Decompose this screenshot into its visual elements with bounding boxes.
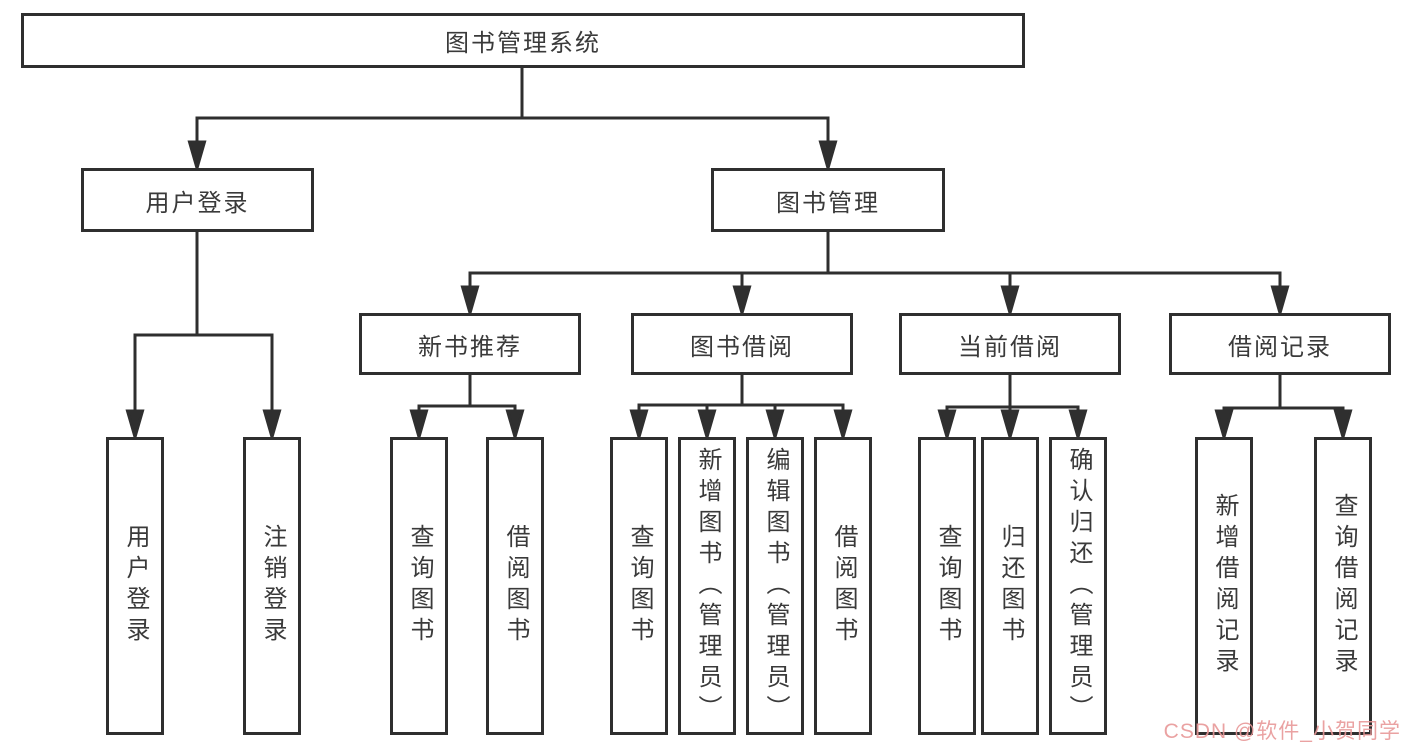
- leaf-borrow-borrow-book: 借阅图书: [814, 437, 872, 735]
- node-root-label: 图书管理系统: [445, 30, 601, 57]
- node-new-book-recommend: 新书推荐: [359, 313, 581, 375]
- leaf-current-query-book-label: 查询图书: [934, 524, 961, 648]
- node-book-borrow-label: 图书借阅: [690, 333, 794, 361]
- node-book-management-label: 图书管理: [776, 189, 880, 217]
- leaf-borrow-add-book-admin-label: 新增图书（管理员）: [694, 446, 721, 726]
- node-user-login-label: 用户登录: [145, 189, 250, 217]
- watermark: CSDN @软件_小贺同学: [1163, 720, 1401, 743]
- leaf-current-return-book: 归还图书: [981, 437, 1039, 735]
- node-current-borrow: 当前借阅: [899, 313, 1121, 375]
- leaf-recommend-borrow-book: 借阅图书: [486, 437, 544, 735]
- leaf-user-login: 用户登录: [106, 437, 164, 735]
- leaf-current-confirm-return-admin: 确认归还（管理员）: [1049, 437, 1107, 735]
- leaf-user-login-label: 用户登录: [122, 524, 149, 648]
- node-borrow-record: 借阅记录: [1169, 313, 1391, 375]
- leaf-borrow-query-book: 查询图书: [610, 437, 668, 735]
- leaf-borrow-borrow-book-label: 借阅图书: [830, 524, 857, 648]
- leaf-record-add-record: 新增借阅记录: [1195, 437, 1253, 735]
- node-root: 图书管理系统: [21, 13, 1025, 68]
- leaf-borrow-query-book-label: 查询图书: [626, 524, 653, 648]
- node-book-borrow: 图书借阅: [631, 313, 853, 375]
- node-user-login: 用户登录: [81, 168, 314, 232]
- leaf-current-confirm-return-admin-label: 确认归还（管理员）: [1065, 446, 1092, 726]
- leaf-logout-login: 注销登录: [243, 437, 301, 735]
- leaf-record-query-record-label: 查询借阅记录: [1330, 493, 1357, 679]
- node-borrow-record-label: 借阅记录: [1228, 333, 1332, 361]
- leaf-record-add-record-label: 新增借阅记录: [1211, 493, 1238, 679]
- leaf-recommend-query-book: 查询图书: [390, 437, 448, 735]
- node-current-borrow-label: 当前借阅: [958, 333, 1062, 361]
- leaf-recommend-borrow-book-label: 借阅图书: [502, 524, 529, 648]
- node-book-management: 图书管理: [711, 168, 945, 232]
- leaf-recommend-query-book-label: 查询图书: [406, 524, 433, 648]
- leaf-current-return-book-label: 归还图书: [997, 524, 1024, 648]
- leaf-current-query-book: 查询图书: [918, 437, 976, 735]
- leaf-record-query-record: 查询借阅记录: [1314, 437, 1372, 735]
- leaf-borrow-edit-book-admin: 编辑图书（管理员）: [746, 437, 804, 735]
- leaf-borrow-edit-book-admin-label: 编辑图书（管理员）: [762, 446, 789, 726]
- leaf-borrow-add-book-admin: 新增图书（管理员）: [678, 437, 736, 735]
- leaf-logout-login-label: 注销登录: [259, 524, 286, 648]
- node-new-book-recommend-label: 新书推荐: [418, 333, 522, 361]
